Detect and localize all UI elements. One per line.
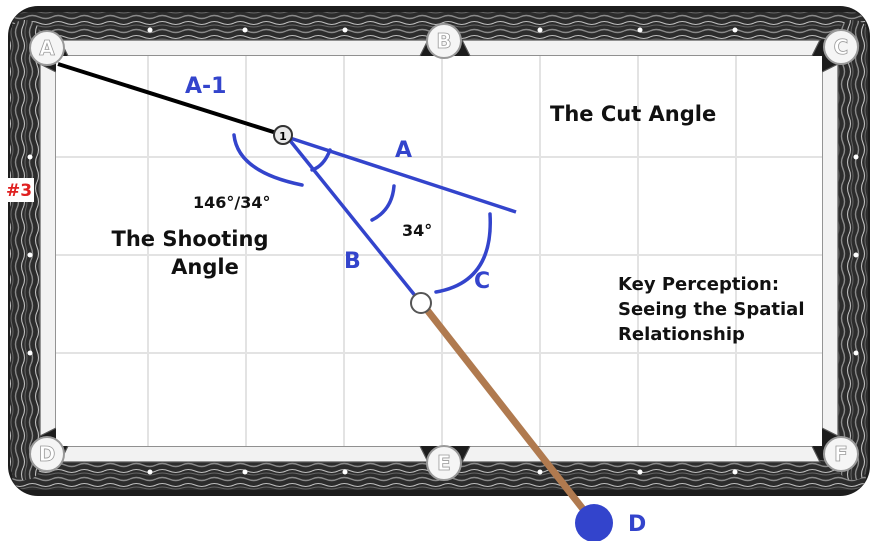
pocket-f: F [823, 436, 859, 472]
label-shooting-angle-2: Angle [171, 255, 239, 279]
label-angle-outer: 146°/34° [193, 193, 271, 212]
arc-angle-c [434, 212, 492, 294]
label-shooting-angle-1: The Shooting [112, 227, 269, 251]
pocket-a: A [29, 30, 65, 66]
line-a [289, 136, 517, 214]
svg-text:A: A [39, 36, 55, 60]
label-key-perception-1: Key Perception: [618, 274, 779, 295]
line-b [286, 136, 423, 305]
diamond-sights [27, 27, 859, 475]
pocket-b: B [426, 23, 462, 59]
svg-text:C: C [834, 35, 849, 59]
label-key-perception-3: Relationship [618, 324, 745, 345]
side-label: #3 [6, 181, 32, 201]
pocket-d: D [29, 436, 65, 472]
cue-stick [421, 303, 593, 521]
object-ball-1: 1 [273, 125, 293, 145]
svg-text:B: B [436, 29, 451, 53]
pocket-e: E [426, 445, 462, 481]
label-a-1: A-1 [185, 74, 226, 99]
arc-cut-small [310, 148, 332, 172]
label-a: A [395, 138, 412, 163]
svg-text:D: D [39, 442, 56, 466]
cue-ball [410, 292, 432, 314]
line-a-1 [57, 62, 284, 137]
side-label-box [4, 178, 34, 202]
point-d-marker [575, 504, 613, 541]
svg-text:F: F [834, 442, 848, 466]
table-grid [56, 56, 822, 446]
svg-text:1: 1 [279, 130, 287, 143]
label-angle-inner: 34° [402, 221, 432, 240]
svg-text:E: E [437, 451, 451, 475]
label-cut-angle: The Cut Angle [550, 102, 716, 126]
label-d: D [628, 512, 646, 537]
label-b: B [344, 249, 361, 274]
cushions [39, 39, 839, 463]
table-felt [56, 56, 822, 446]
label-c: C [474, 269, 490, 294]
arc-cut-angle [370, 184, 396, 222]
arc-shooting-angle [232, 133, 304, 187]
label-key-perception-2: Seeing the Spatial [618, 299, 805, 320]
pocket-c: C [823, 29, 859, 65]
